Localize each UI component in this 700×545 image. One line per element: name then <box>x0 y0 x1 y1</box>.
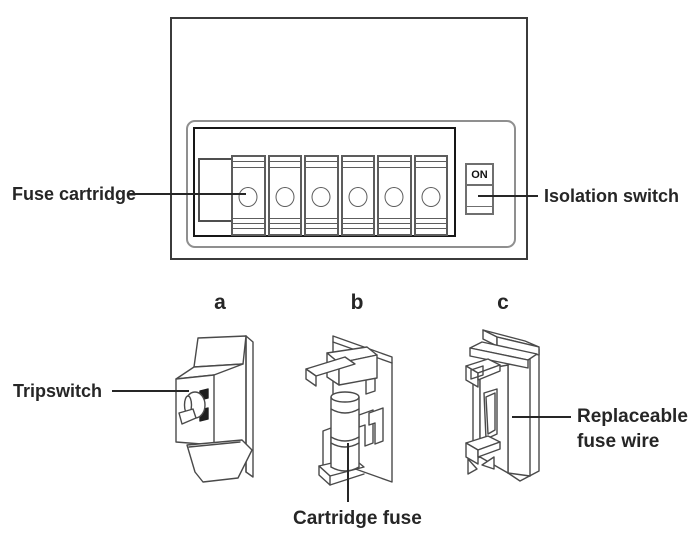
cartridge-fuse-drawing <box>295 285 435 495</box>
label-cartridge-fuse: Cartridge fuse <box>293 508 422 529</box>
cartridge-rib <box>341 167 374 168</box>
cartridge-rib <box>414 161 447 162</box>
fuse-hole-circle <box>348 187 368 207</box>
fuse-cylinder-top <box>331 392 359 402</box>
tripswitch-bottom-skirt <box>187 440 252 482</box>
cartridge-rib <box>305 218 338 219</box>
label-tripswitch: Tripswitch <box>13 381 103 401</box>
cartridge-rib <box>414 167 447 168</box>
fuse-hole-circle <box>384 187 404 207</box>
cartridge-rib <box>232 161 265 162</box>
tripswitch-drawing <box>150 285 290 495</box>
toggle-lever <box>179 409 196 424</box>
label-replaceable-fuse-wire: Replaceable fuse wire <box>577 404 688 454</box>
cartridge-rib <box>232 223 265 224</box>
cartridge-rib <box>268 228 301 229</box>
cartridge-rib <box>378 167 411 168</box>
cartridge-rib <box>232 228 265 229</box>
cartridge-rib <box>232 167 265 168</box>
cartridge-rib <box>378 228 411 229</box>
cartridge-rib <box>305 167 338 168</box>
cartridge-rib <box>378 218 411 219</box>
isolation-switch-rocker <box>465 184 494 215</box>
leader-line-isolation-switch <box>478 195 538 197</box>
item-letter-b: b <box>350 291 364 314</box>
fuse-cartridge-unit <box>304 155 339 236</box>
fuse-carrier-slab <box>508 349 539 481</box>
fuse-hole-circle <box>311 187 331 207</box>
cartridge-rib <box>305 161 338 162</box>
label-replaceable-line2: fuse wire <box>577 431 660 452</box>
tripswitch-top-block <box>194 336 246 367</box>
cartridge-rib <box>414 218 447 219</box>
fuse-cartridge-unit <box>340 155 375 236</box>
leader-line-replaceable-fuse-wire <box>512 416 571 418</box>
fuse-cartridge-unit <box>231 155 266 236</box>
cartridge-rib <box>232 218 265 219</box>
cartridge-rib <box>378 161 411 162</box>
label-replaceable-line1: Replaceable <box>577 406 688 427</box>
cartridge-rib <box>341 223 374 224</box>
leader-line-cartridge-fuse <box>347 443 349 502</box>
isolation-switch-on-label: ON <box>465 163 494 186</box>
cartridge-rib <box>414 223 447 224</box>
fuse-cartridge-unit <box>413 155 448 236</box>
rocker-split-line <box>467 206 492 207</box>
cartridge-rib <box>341 161 374 162</box>
cartridge-rib <box>341 228 374 229</box>
item-letter-c: c <box>497 291 509 314</box>
cartridge-rib <box>268 167 301 168</box>
fuse-hole-circle <box>421 187 441 207</box>
cartridge-rib <box>305 223 338 224</box>
fuse-hole-circle <box>275 187 295 207</box>
cartridge-rib <box>378 223 411 224</box>
cartridge-rib <box>341 218 374 219</box>
cartridge-rib <box>268 218 301 219</box>
fuse-hole-circle <box>238 187 258 207</box>
cartridge-rib <box>414 228 447 229</box>
on-text: ON <box>471 168 488 181</box>
label-fuse-cartridge: Fuse cartridge <box>12 184 137 204</box>
fuse-cartridge-unit <box>377 155 412 236</box>
cartridge-rib <box>305 228 338 229</box>
label-isolation-switch: Isolation switch <box>544 186 680 206</box>
leader-line-tripswitch <box>112 390 189 392</box>
fusebox-left-slot <box>198 158 233 222</box>
fuse-cartridge-unit <box>267 155 302 236</box>
leader-line-fuse-cartridge <box>128 193 246 195</box>
cartridge-rib <box>268 161 301 162</box>
item-letter-a: a <box>214 291 226 314</box>
fuse-cartridge-row <box>231 155 448 236</box>
cartridge-rib <box>268 223 301 224</box>
replaceable-fuse-wire-drawing <box>440 285 580 495</box>
